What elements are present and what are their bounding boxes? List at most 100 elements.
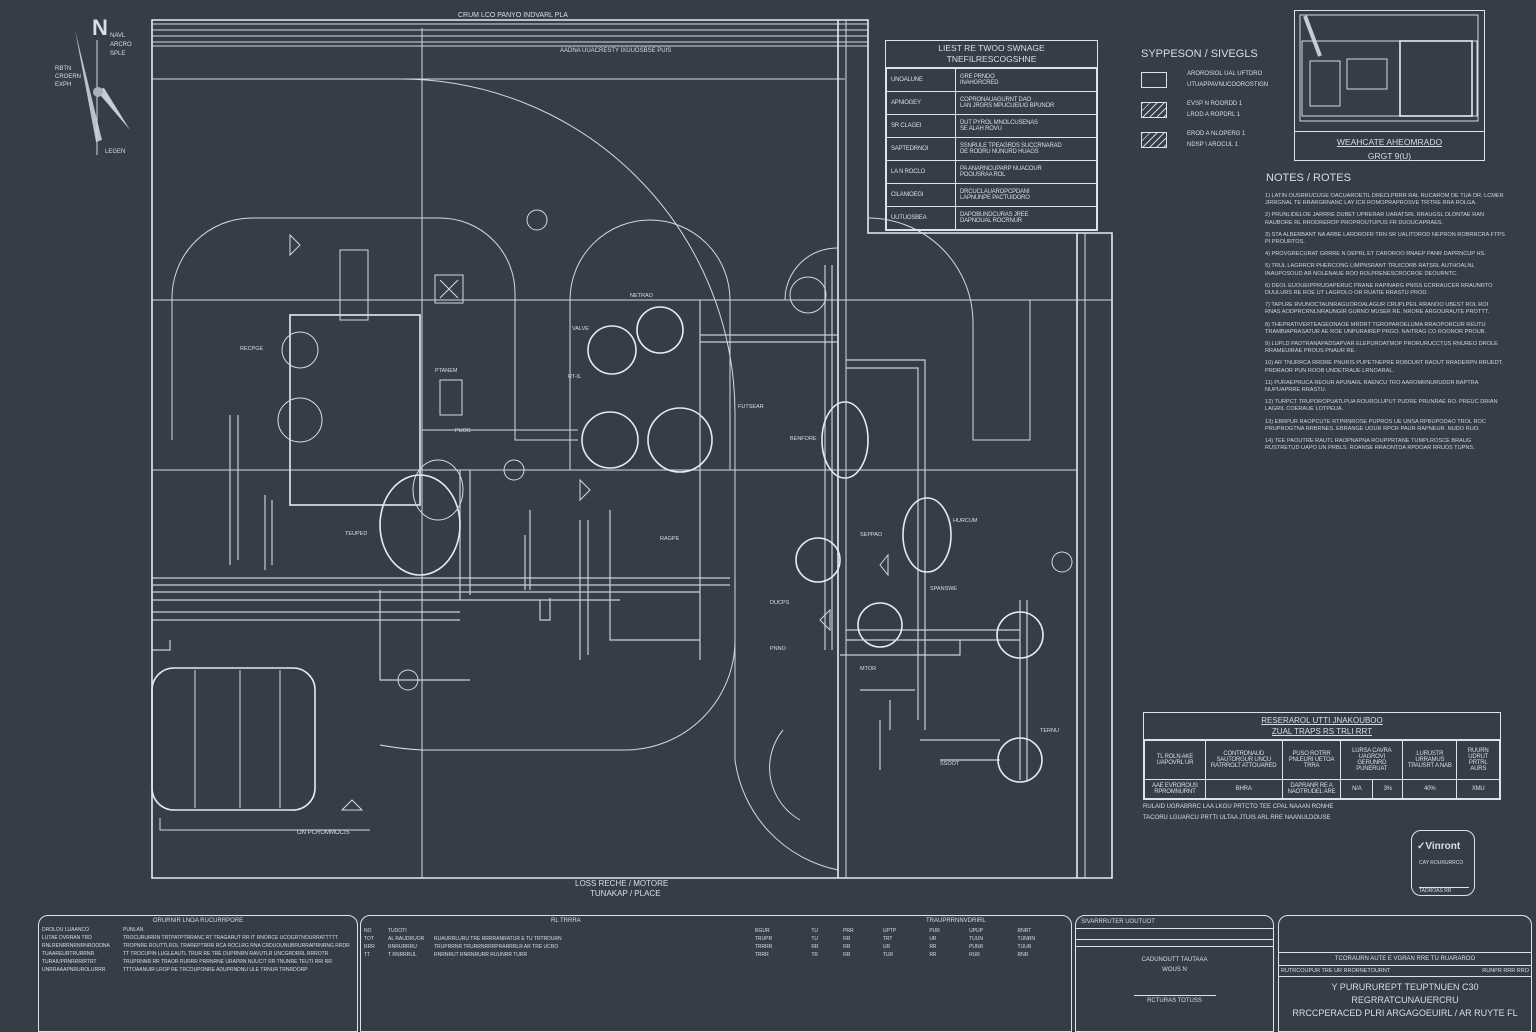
title-block-cell: RR (843, 936, 851, 942)
legend-key: SAPTEDRNOI (886, 137, 956, 161)
symbol-label: LROD A ROPDRL 1 (1187, 112, 1241, 118)
equipment-callout-label: PUOS (455, 428, 471, 434)
title-block-cell: TRUPR (754, 936, 773, 942)
equipment-callout-label: FUTSEAR (738, 404, 764, 410)
note-item: 11) PURAEPRUCA REOUR APUNARL RAENCU TRO … (1265, 379, 1479, 394)
title-block-cell: RUAURRLURU TRE RRRRANRATUR E TU TRTRDURN (434, 936, 562, 942)
title-block-cell: UR (882, 944, 891, 950)
symbol-label: UTUAPPAVNUCOOROSTIGN (1187, 82, 1269, 88)
check-icon: ✓ (1417, 841, 1426, 852)
legend-desc-line: DAPNOUAL ROCRNUR (960, 218, 1022, 224)
title-block-empty-row (39, 974, 357, 982)
title-block-header: TU (811, 928, 818, 934)
title-block-cell: UR (929, 936, 937, 942)
title-block-cell: TUUR (1017, 944, 1032, 950)
legend-desc-line: LAPNUNPE PACTUIDORO (960, 195, 1030, 201)
note-item: 6) DEOL EUOUEIPPRUDAPERUC PRANE RAPINARG… (1265, 282, 1493, 297)
schedule-cell: BHRA (1204, 779, 1283, 799)
schedule-cell: N/A (1340, 779, 1374, 799)
equipment-callout-label: TEUPED (345, 531, 367, 537)
title-block-empty-row (361, 959, 1071, 967)
legend-desc-line: DUT PYROL MNOLCUSENAS (960, 120, 1038, 126)
title-block-cell: RRR (364, 944, 375, 950)
plan-sub-label: AADNA UUACRESTY IXUUOSBSE PUIS (560, 48, 671, 54)
title-block-cell: TT TROCUPIN LUGLEAUTL TRUR RE TRE DUPRNR… (123, 951, 329, 957)
company-stamp: ✓Vinront CAY ROURURRCO TADROAS RR (1411, 830, 1475, 896)
signature-text: WOUS N (1162, 967, 1187, 973)
title-block-cell: RR (929, 952, 937, 958)
plan-top-label: CRUM LCO PANYO INDVARL PLA (458, 12, 568, 19)
equipment-callout-label: VALVE (572, 326, 589, 332)
note-item: 7) TAPLRE RVUNOCTAUNRAGUOROALAGUR CRUPLP… (1265, 302, 1490, 316)
equipment-callout-label: BENFORE (790, 436, 817, 442)
title-block-header: RGUR (754, 928, 770, 934)
title-block-cell: RR (843, 944, 851, 950)
equipment-callout-label: RECPGE (240, 346, 264, 352)
symbol-label: AROROSIOL UAL UFTDRO (1187, 71, 1263, 77)
title-block-cell: RUR (969, 952, 980, 958)
title-block-cell: RNLRENRRNRNRNROODNA (42, 943, 110, 949)
symbol-item: AROROSIOL UAL UFTDRO UTUAPPAVNUCOOROSTIGN (1141, 69, 1281, 91)
schedule-cell: AAE EVROROUS RPROMNURNT (1144, 779, 1206, 799)
title-block-cell: UNRRAAAPNRUROLURRR (42, 967, 106, 973)
schedule-cell: XMU (1456, 779, 1500, 799)
stamp-text: TADROAS RR (1419, 887, 1469, 894)
schedule-footnote: RULAID UGRABRRC LAA LKGU PRTCTO TEE CPAL… (1143, 804, 1334, 810)
drawing-title-line: TCORAURN AUTE E VGRAN RRE TU RUARAROO (1279, 953, 1531, 966)
legend-key: CILANIOEGI (886, 183, 956, 207)
legend-desc-line: GRE PRNDO (960, 74, 995, 80)
equipment-callout-label: NETRAO (630, 293, 654, 299)
legend-desc-line: DRCUCLAUAROPCPDANI (960, 189, 1030, 195)
equipment-callout-label: MTOR (860, 666, 876, 672)
note-item: 12) TURPCT TRUPOROPUATLPUA ROUROLUPUT PU… (1265, 399, 1498, 413)
title-block-cell: RNRNRUT RNRNRURR RUUNRR TURR (434, 952, 528, 958)
schedule-cell: 40% (1402, 779, 1458, 799)
title-block-header: UPUP (969, 928, 983, 934)
drawing-number: RUNPR RRR RRO (1482, 968, 1529, 974)
signature-line: RCTURAS TOTUSS (1133, 995, 1216, 1004)
title-block-empty-row (361, 967, 1071, 975)
title-block-header (431, 927, 752, 935)
schedule-header: LURSA CAVRA UAGROVI GERUNRD PUNERUAT (1340, 740, 1404, 780)
notes-title: NOTES / ROTES (1266, 172, 1351, 184)
title-block-header: PUNLAN (123, 927, 144, 933)
legend-desc-line: POOUSRAA ROL (960, 172, 1006, 178)
equipment-callout-label: SSOOT (940, 761, 960, 767)
hatched-box-symbol-icon (1141, 132, 1167, 148)
title-block-cell: RR (929, 944, 937, 950)
title-block-header: PUR (929, 928, 940, 934)
note-item: 10) AR TNURRCA RRDRE PNURIS PUPETNEPRE R… (1265, 360, 1503, 374)
hatched-box-symbol-icon (1141, 102, 1167, 118)
north-label: NAVL (110, 33, 126, 39)
title-block-header: UPTP (882, 928, 897, 934)
legend-desc-line: COPRONAUAGURNT DAO (960, 97, 1031, 103)
equipment-callout-label: PTANEM (435, 368, 458, 374)
title-block-cell: TRRRR (754, 944, 773, 950)
legend-table: LIEST RE TWOO SWNAGE TNEFILRESCOGSHNE UN… (885, 40, 1098, 231)
title-block-empty-row (361, 975, 1071, 983)
note-item: 1) LATIN OUSRRUCUGE OACUAROETIL DRECLPRR… (1265, 193, 1504, 207)
equipment-callout-label: PNNO (770, 646, 787, 652)
note-item: 9) LUPLD PADTRANAPADSAPVAR ELEPUROATMOP … (1265, 341, 1498, 355)
north-label: ARCRO (110, 42, 132, 48)
note-item: 4) PROVGRECURAT GRRRE N DEPRL ET CAROROO… (1265, 251, 1486, 258)
equipment-callout-label: RAGPE (660, 536, 680, 542)
north-arrow-icon: N NAVL ARCRO SPLE RBTN CROERN EXPH LEGEN (55, 15, 132, 155)
title-block-signature: SIVARRRUTER UOUTUOT CADUNOUTT TAUTAAA WO… (1075, 915, 1274, 1032)
legend-key: UUTUOSBEA (886, 206, 956, 230)
schedule-title: RESERAROL UTTI JNAKOUBOO (1261, 716, 1383, 725)
symbol-label: EVSP N ROORDD 1 (1187, 101, 1243, 107)
legend-key: SR CLAGEI (886, 114, 956, 138)
title-block-cell: TUUN (969, 936, 983, 942)
